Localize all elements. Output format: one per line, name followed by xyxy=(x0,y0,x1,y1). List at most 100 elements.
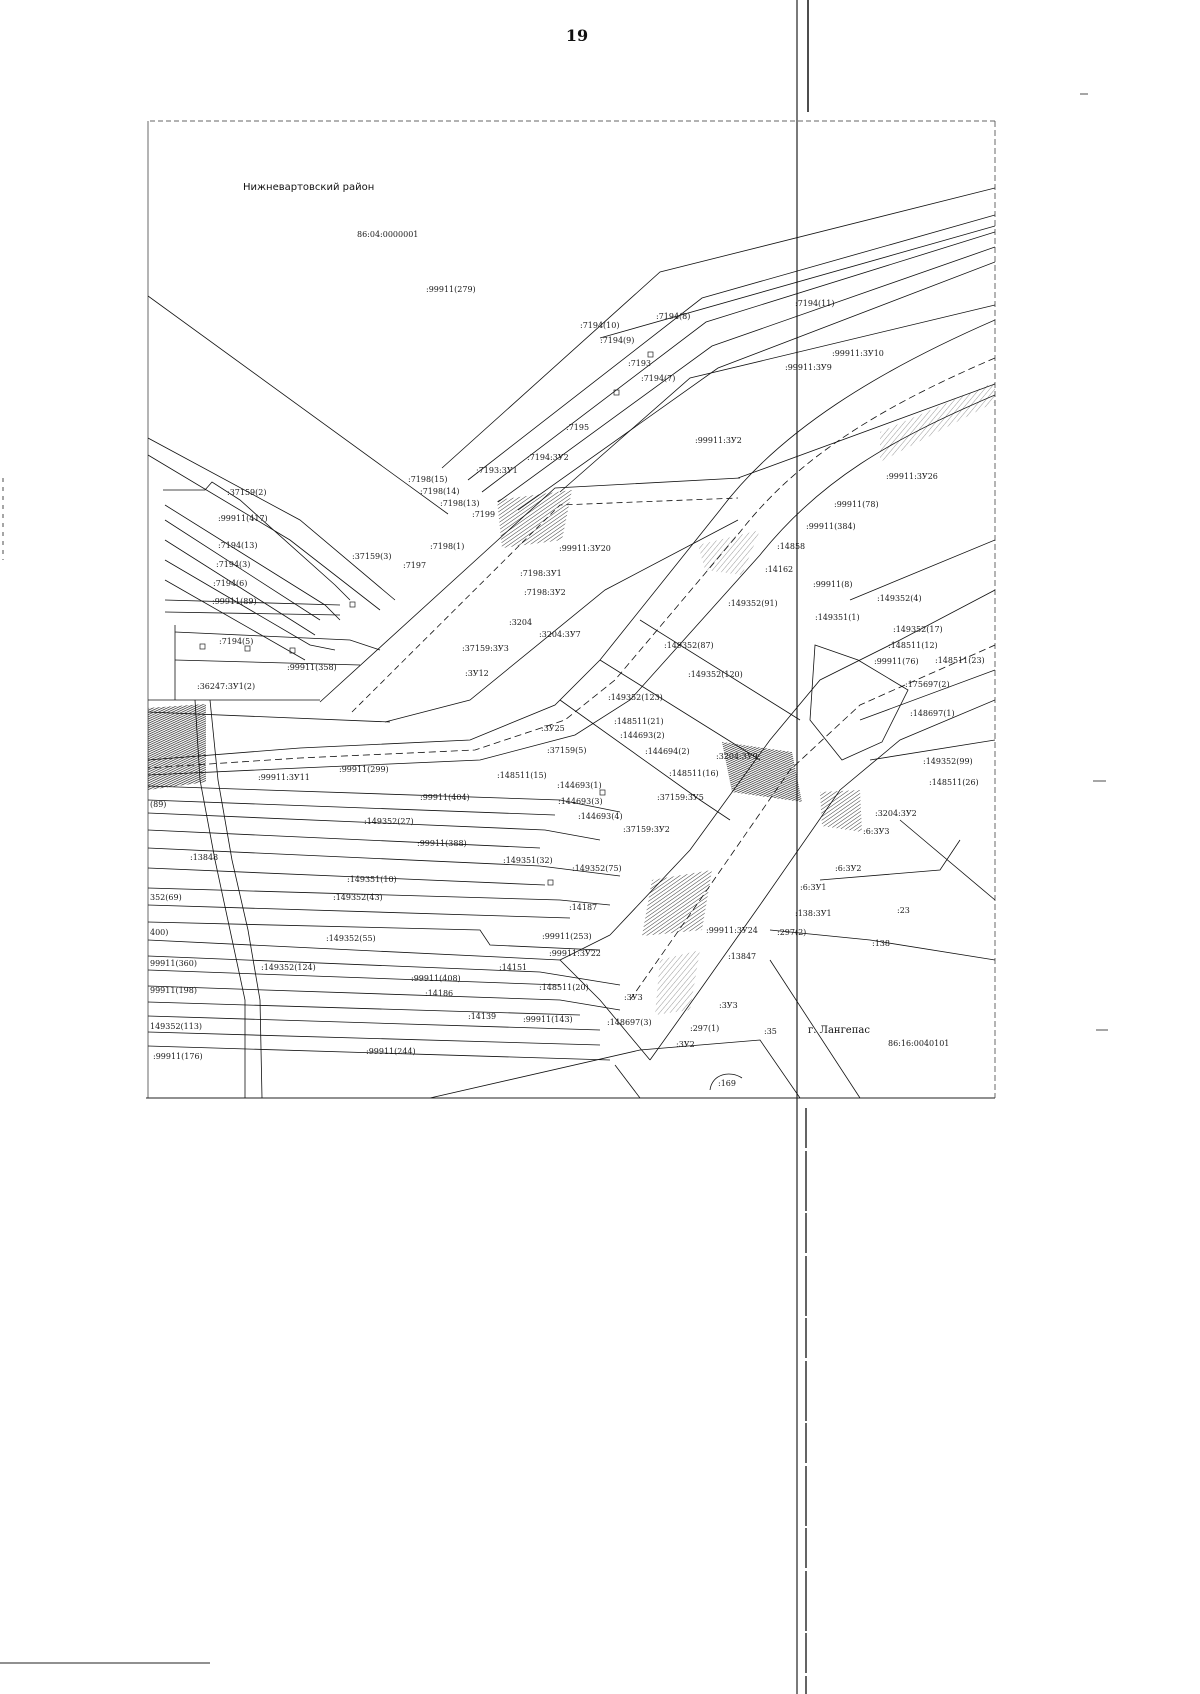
parcel-label: :99911:3У24 xyxy=(706,926,758,935)
parcel-label: :149352(75) xyxy=(572,864,622,873)
parcel-label: :138 xyxy=(872,939,890,948)
page-number: 19 xyxy=(565,26,589,45)
parcel-label: :23 xyxy=(897,906,910,915)
parcel-label: 352(69) xyxy=(150,893,182,902)
parcel-label: :7198(15) xyxy=(408,475,447,484)
parcel-label: :3У3 xyxy=(624,993,643,1002)
parcel-label: :99911(404) xyxy=(420,793,470,802)
parcel-label: :99911(143) xyxy=(523,1015,573,1024)
parcel-label: :148511(23) xyxy=(935,656,985,665)
hatched-areas xyxy=(148,382,995,1015)
parcel-label: :149352(123) xyxy=(608,693,663,702)
parcel-label: :149351(10) xyxy=(347,875,397,884)
parcel-label: :144693(3) xyxy=(558,797,603,806)
parcel-label: :148511(16) xyxy=(669,769,719,778)
parcel-label: :99911(384) xyxy=(806,522,856,531)
parcel-label: :3У3 xyxy=(719,1001,738,1010)
parcel-label: :99911:3У9 xyxy=(785,363,832,372)
parcel-label: (89) xyxy=(150,800,166,809)
parcel-label: :7194(7) xyxy=(641,374,675,383)
parcel-label: :7199 xyxy=(472,510,495,519)
parcel-label: :7194(10) xyxy=(580,321,619,330)
parcel-label: :148511(26) xyxy=(929,778,979,787)
parcel-label: :99911(408) xyxy=(411,974,461,983)
parcel-label: :7194(5) xyxy=(219,637,253,646)
parcel-label: :99911(358) xyxy=(287,663,337,672)
parcel-label: :99911(253) xyxy=(542,932,592,941)
city-label: г. Лангепас xyxy=(808,1025,870,1036)
parcel-label: :36247:3У1(2) xyxy=(197,682,255,691)
parcel-label: :149352(17) xyxy=(893,625,943,634)
parcel-label: :7194(9) xyxy=(600,336,634,345)
parcel-label: :3204:3У2 xyxy=(875,809,917,818)
parcel-label: :148511(12) xyxy=(888,641,938,650)
district-quarter-number: 86:04:0000001 xyxy=(357,230,418,239)
parcel-label: :148511(21) xyxy=(614,717,664,726)
parcel-label: :14858 xyxy=(777,542,805,551)
parcel-label: :7198(1) xyxy=(430,542,464,551)
parcel-label: :99911(388) xyxy=(417,839,467,848)
parcel-label: :7194(8) xyxy=(656,312,690,321)
parcel-label: :37159:3У2 xyxy=(623,825,670,834)
parcel-label: :6:3У3 xyxy=(863,827,889,836)
parcel-label: :144693(2) xyxy=(620,731,665,740)
parcel-label: :6:3У1 xyxy=(800,883,826,892)
parcel-label: :7198:3У1 xyxy=(520,569,562,578)
city-quarter-number: 86:16:0040101 xyxy=(888,1039,949,1048)
parcel-label: :144693(4) xyxy=(578,812,623,821)
parcel-label: :7198(14) xyxy=(420,487,459,496)
parcel-label: :7194(6) xyxy=(213,579,247,588)
parcel-label: :37159(5) xyxy=(547,746,586,755)
parcel-label: :7193:3У1 xyxy=(476,466,518,475)
scan-artifacts xyxy=(0,0,1108,1694)
parcel-label: :7194(3) xyxy=(216,560,250,569)
parcel-label: :99911(417) xyxy=(218,514,268,523)
parcel-label: :37159(3) xyxy=(352,552,391,561)
parcel-label: 99911(198) xyxy=(150,986,197,995)
parcel-label: :99911:3У26 xyxy=(886,472,938,481)
parcel-label: 400) xyxy=(150,928,168,937)
parcel-label: :99911(279) xyxy=(426,285,476,294)
parcel-label: :297(2) xyxy=(777,928,806,937)
parcel-label: :149351(1) xyxy=(815,613,860,622)
parcel-label: :99911(76) xyxy=(874,657,919,666)
parcel-label: :99911:3У2 xyxy=(695,436,742,445)
parcel-label: :7194(13) xyxy=(218,541,257,550)
parcel-label: :7194(11) xyxy=(795,299,834,308)
markers xyxy=(199,351,654,886)
cadastral-map: :99911(279) :7194(11) :7194(10) :7194(8) :71… xyxy=(146,120,996,1099)
parcel-label: :99911(8) xyxy=(813,580,852,589)
parcel-label: :144694(2) xyxy=(645,747,690,756)
parcel-label: :37159(2) xyxy=(227,488,266,497)
parcel-label: :14187 xyxy=(569,903,597,912)
parcel-label: :7193 xyxy=(628,359,651,368)
parcel-label: :6:3У2 xyxy=(835,864,861,873)
parcel-label: :99911:3У10 xyxy=(832,349,884,358)
parcel-label: :3204:3У7 xyxy=(539,630,581,639)
parcel-label: :13847 xyxy=(728,952,756,961)
parcel-label: :14186 xyxy=(425,989,453,998)
parcel-label: :3У12 xyxy=(465,669,489,678)
parcel-label: :148511(15) xyxy=(497,771,547,780)
parcel-label: :149352(91) xyxy=(728,599,778,608)
parcel-label: :99911:3У22 xyxy=(549,949,601,958)
parcel-label: :149352(99) xyxy=(923,757,973,766)
parcel-label: :3204:3У9 xyxy=(716,752,758,761)
parcel-label: :148511(20) xyxy=(539,983,589,992)
parcel-label: :99911(176) xyxy=(153,1052,203,1061)
parcel-label: :7195 xyxy=(566,423,589,432)
parcel-label: :144693(1) xyxy=(557,781,602,790)
parcel-label: :149352(43) xyxy=(333,893,383,902)
parcel-label: 149352(113) xyxy=(150,1022,202,1031)
parcel-label: 99911(360) xyxy=(150,959,197,968)
parcel-label: :149352(120) xyxy=(688,670,743,679)
parcel-label: :175697(2) xyxy=(905,680,950,689)
parcel-label: :148697(3) xyxy=(607,1018,652,1027)
parcel-label: :7197 xyxy=(403,561,426,570)
parcel-label: :149352(55) xyxy=(326,934,376,943)
parcel-label: :99911:3У20 xyxy=(559,544,611,553)
parcel-label: :99911(244) xyxy=(366,1047,416,1056)
parcel-label: :13848 xyxy=(190,853,218,862)
district-label: Нижневартовский район xyxy=(243,182,374,193)
